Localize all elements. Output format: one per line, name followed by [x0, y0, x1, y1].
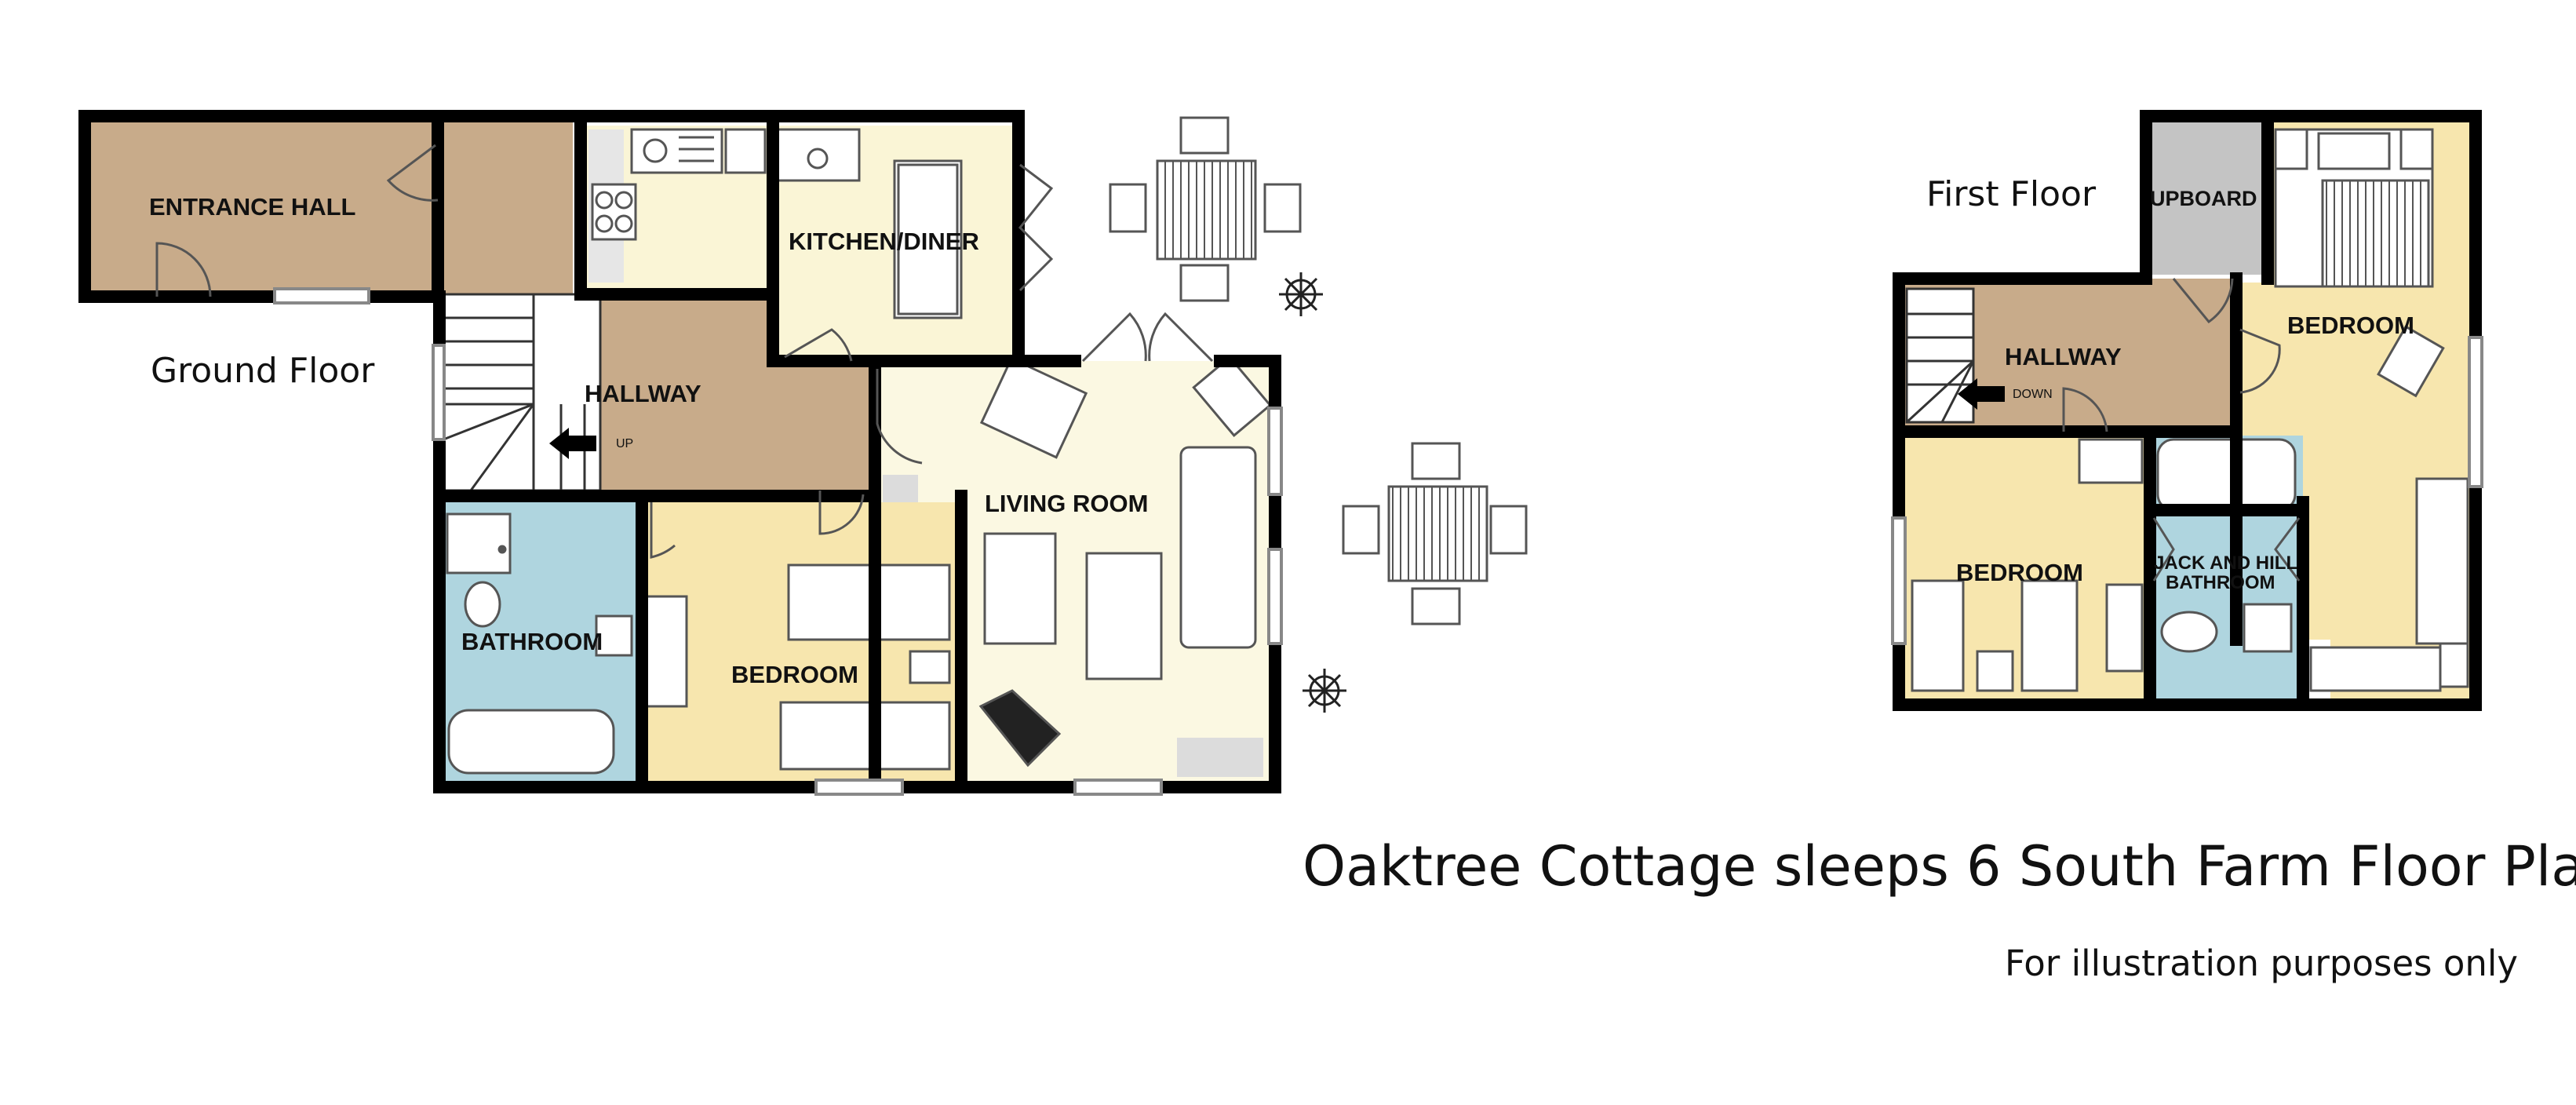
living-corner-b	[1177, 738, 1263, 777]
first-stairs	[1905, 287, 1975, 424]
bedroom-fittings	[642, 563, 951, 771]
entrance-hall-room	[90, 122, 432, 298]
kitchen-fittings	[588, 128, 963, 319]
ground-floor-windows	[273, 287, 1283, 796]
plan-disclaimer: For illustration purposes only	[2005, 943, 2518, 984]
patio-table-north	[1109, 116, 1302, 302]
entrance-inner-hall-room	[443, 122, 573, 302]
ground-floor-doors	[155, 144, 1214, 559]
first-floor-walls	[1893, 110, 2482, 711]
first-stair-down-label: DOWN	[2013, 388, 2053, 401]
down-arrow-icon	[1958, 378, 2005, 410]
ground-stair-up-label: UP	[616, 437, 633, 450]
first-master-bedroom-label: BEDROOM	[2287, 312, 2414, 339]
cupboard-room	[2146, 122, 2268, 275]
ground-floor-walls	[78, 110, 1281, 793]
patio-table-south	[1342, 442, 1528, 625]
first-floor-windows	[1891, 336, 2483, 645]
up-arrow-icon	[549, 428, 596, 459]
kitchen-diner-label: KITCHEN/DINER	[789, 228, 979, 255]
first-floor-fittings	[1911, 128, 2469, 692]
living-fittings	[978, 355, 1272, 768]
first-twin-bedroom-label: BEDROOM	[1956, 559, 2083, 586]
ground-bathroom-label: BATHROOM	[461, 628, 603, 655]
stairs-ground	[442, 293, 602, 492]
plant-icon	[1303, 669, 1346, 713]
plant-icon	[1279, 272, 1323, 316]
bathroom-fittings	[446, 512, 633, 775]
first-floor: First Floor UPBOARD BEDROOM HALLWAY DOWN…	[1891, 110, 2483, 711]
ground-hallway-label: HALLWAY	[585, 380, 701, 407]
cupboard-label: UPBOARD	[2150, 187, 2257, 210]
first-floor-doors	[2062, 278, 2301, 582]
first-stair-treads	[1905, 312, 1975, 424]
first-floor-label: First Floor	[1926, 174, 2097, 214]
living-room-label: LIVING ROOM	[985, 490, 1148, 517]
ground-floor-label: Ground Floor	[151, 351, 375, 391]
jack-and-hill-label-line2: BATHROOM	[2166, 572, 2275, 593]
jack-and-hill-label-line1: JACK AND HILL	[2154, 552, 2297, 574]
entrance-hall-label: ENTRANCE HALL	[149, 193, 356, 221]
ground-bedroom-label: BEDROOM	[731, 661, 858, 688]
ground-floor: ENTRANCE HALL KITCHEN/DINER HALLWAY UP L…	[78, 110, 1528, 796]
plan-title: Oaktree Cottage sleeps 6 South Farm Floo…	[1303, 834, 2576, 899]
first-hallway-label: HALLWAY	[2005, 343, 2122, 370]
